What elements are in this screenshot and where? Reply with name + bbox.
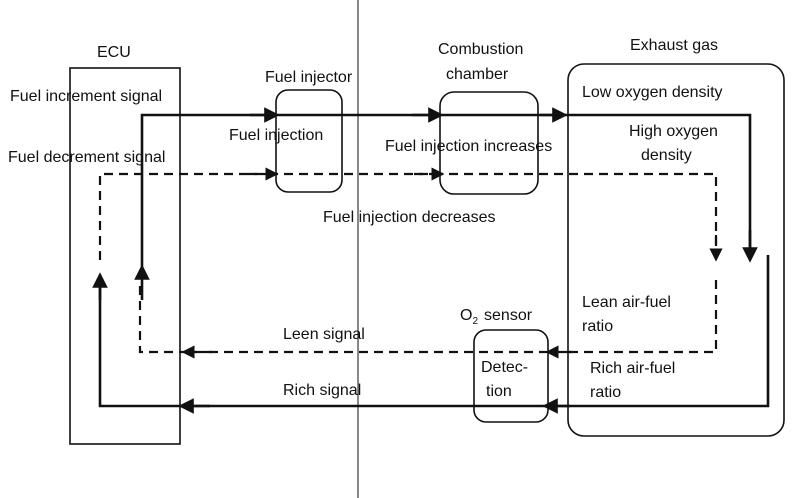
ecu-box — [69, 67, 181, 445]
fuel-injection-decreases-label: Fuel injection decreases — [323, 209, 496, 226]
high-oxygen-label-1: High oxygen — [629, 123, 718, 140]
rich-air-fuel-label-2: ratio — [590, 384, 621, 401]
detection-label-1: Detec- — [481, 359, 528, 376]
rich-air-fuel-label-1: Rich air-fuel — [590, 360, 675, 377]
combustion-chamber-label-2: chamber — [446, 66, 509, 83]
fuel-injection-increases-label: Fuel injection increases — [385, 138, 552, 155]
detection-label-2: tion — [486, 383, 512, 400]
solid-loop-top — [140, 113, 752, 268]
lean-air-fuel-label-2: ratio — [582, 318, 613, 335]
low-oxygen-density-label: Low oxygen density — [582, 84, 723, 101]
o2-sensor-box — [473, 329, 549, 423]
dashed-loop-bottom — [138, 280, 718, 354]
rich-signal-label: Rich signal — [283, 382, 361, 399]
combustion-chamber-box — [439, 91, 539, 195]
fuel-increment-signal-label: Fuel increment signal — [10, 88, 162, 105]
exhaust-gas-label: Exhaust gas — [630, 37, 718, 54]
dashed-loop-top — [98, 172, 718, 260]
ecu-label: ECU — [97, 44, 131, 61]
fuel-injector-box — [275, 89, 343, 193]
lean-air-fuel-label-1: Lean air-fuel — [582, 294, 671, 311]
solid-loop-bottom — [98, 255, 770, 408]
exhaust-gas-box — [567, 63, 785, 437]
fuel-injection-label: Fuel injection — [229, 127, 323, 144]
high-oxygen-label-2: density — [641, 147, 692, 164]
fuel-injector-label: Fuel injector — [265, 69, 353, 86]
leen-signal-label: Leen signal — [283, 326, 365, 343]
fuel-decrement-signal-label: Fuel decrement signal — [8, 149, 165, 166]
combustion-chamber-label-1: Combustion — [438, 41, 523, 58]
